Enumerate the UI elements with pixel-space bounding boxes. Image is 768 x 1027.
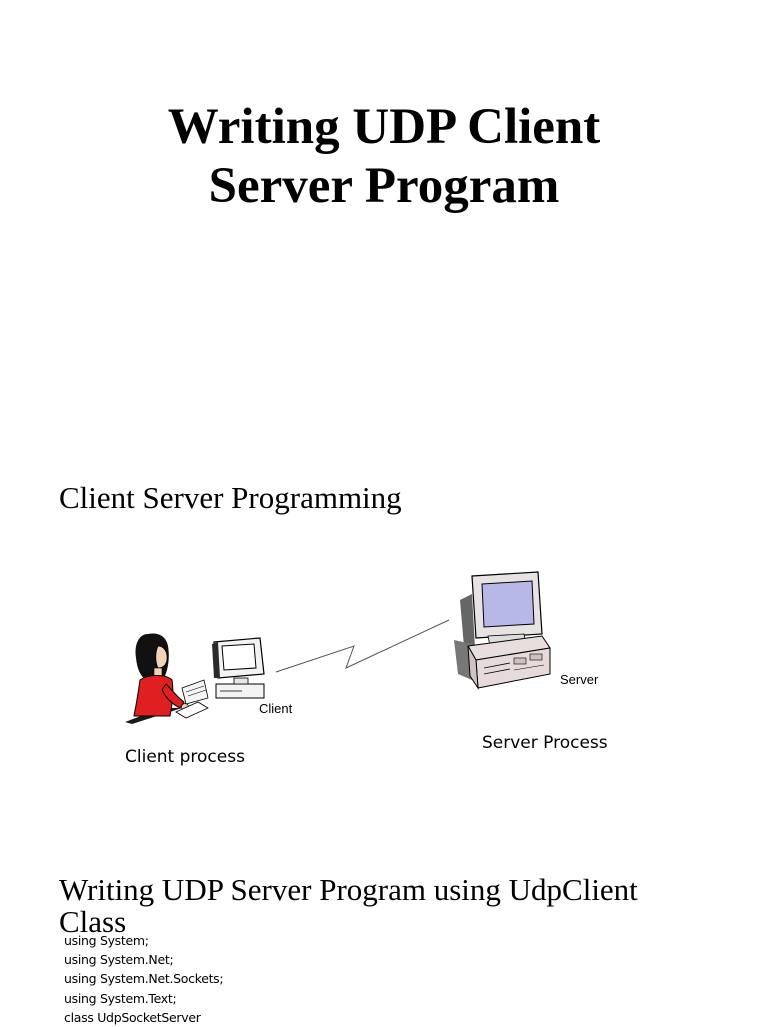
- server-computer-icon: [454, 571, 551, 690]
- code-line: using System;: [64, 933, 149, 948]
- code-line: using System.Text;: [64, 990, 177, 1006]
- code-listing: using System; using System.Net; using Sy…: [64, 931, 464, 1027]
- section-heading-udp-server-line-2: Class: [59, 904, 127, 939]
- code-line: using System.Net;: [64, 952, 174, 968]
- client-process-caption: Client process: [125, 747, 245, 767]
- section-heading-udp-server: Writing UDP Server Program using UdpClie…: [59, 872, 759, 939]
- page-title: Writing UDP Client Server Program: [0, 98, 768, 216]
- network-link-zigzag: [275, 619, 450, 673]
- section-heading-udp-server-line-1: Writing UDP Server Program using UdpClie…: [59, 872, 638, 907]
- code-line: using System.Net.Sockets;: [64, 971, 224, 987]
- server-process-caption: Server Process: [482, 733, 608, 753]
- server-label: Server: [560, 672, 599, 687]
- section-heading-client-server: Client Server Programming: [59, 480, 402, 515]
- client-label: Client: [259, 701, 293, 716]
- code-line: class UdpSocketServer: [64, 1009, 201, 1025]
- client-worker-at-computer-icon: [125, 633, 265, 724]
- page-title-line-1: Writing UDP Client: [167, 99, 601, 155]
- page-title-line-2: Server Program: [208, 158, 560, 214]
